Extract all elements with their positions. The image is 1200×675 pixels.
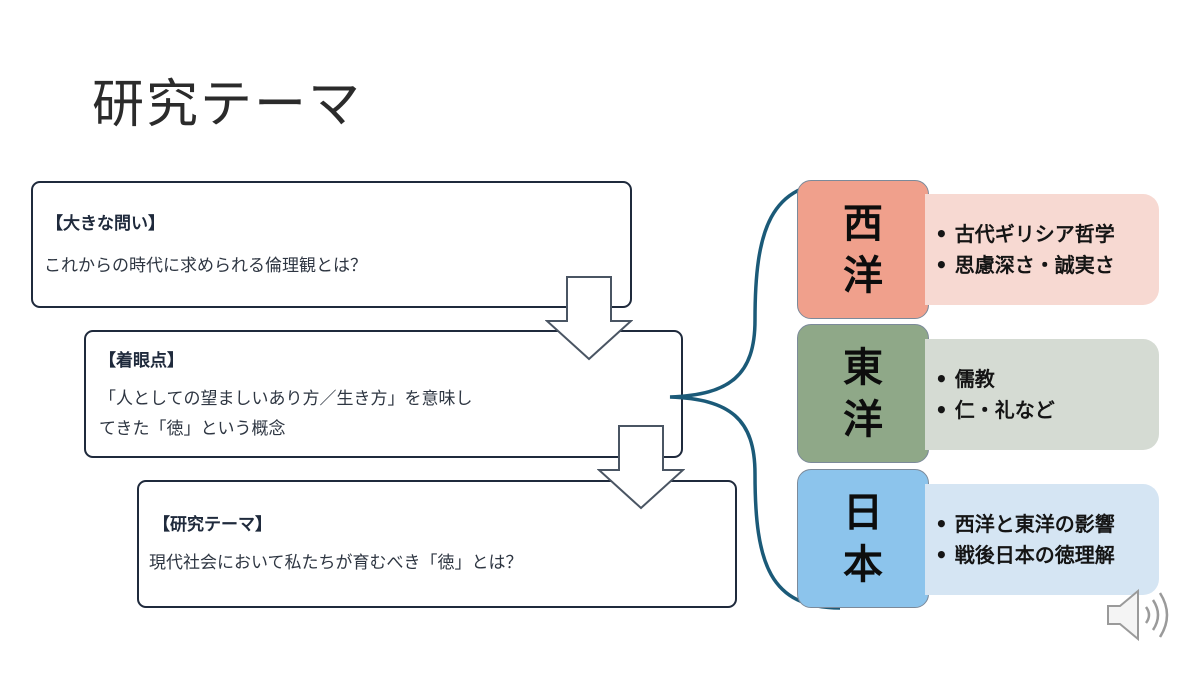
speaker-icon[interactable]: [1104, 586, 1174, 644]
list-item: 戦後日本の徳理解: [935, 540, 1151, 571]
focus-point-text-line1: 「人としての望ましいあり方／生き方」を意味し: [99, 389, 473, 409]
region-panel-japan: 西洋と東洋の影響 戦後日本の徳理解: [925, 484, 1159, 595]
region-tile-east: 東 洋: [797, 324, 929, 463]
brace-connector: [669, 180, 841, 610]
region-panel-west: 古代ギリシア哲学 思慮深さ・誠実さ: [925, 194, 1159, 305]
region-tile-char: 洋: [843, 252, 883, 299]
region-tile-char: 日: [843, 489, 883, 536]
focus-point-text-line2: てきた「徳」という概念: [99, 419, 286, 439]
big-question-box: 【大きな問い】 これからの時代に求められる倫理観とは？: [31, 181, 632, 308]
big-question-text: これからの時代に求められる倫理観とは？: [44, 256, 367, 276]
focus-point-text: 「人としての望ましいあり方／生き方」を意味し てきた「徳」という概念: [99, 384, 569, 444]
list-item: 儒教: [935, 364, 1151, 395]
down-arrow-icon: [545, 276, 633, 361]
region-tile-west: 西 洋: [797, 180, 929, 319]
list-item: 思慮深さ・誠実さ: [935, 250, 1151, 281]
region-tile-japan: 日 本: [797, 469, 929, 608]
list-item: 西洋と東洋の影響: [935, 509, 1151, 540]
list-item: 古代ギリシア哲学: [935, 219, 1151, 250]
research-theme-text: 現代社会において私たちが育むべき「徳」とは？: [149, 553, 523, 573]
focus-point-heading: 【着眼点】: [99, 351, 184, 371]
research-theme-heading: 【研究テーマ】: [153, 515, 272, 535]
big-question-heading: 【大きな問い】: [46, 214, 165, 234]
list-item: 仁・礼など: [935, 395, 1151, 426]
slide-title: 研究テーマ: [92, 75, 363, 135]
region-tile-char: 洋: [843, 396, 883, 443]
region-tile-char: 東: [843, 344, 883, 391]
region-tile-char: 西: [843, 200, 883, 247]
down-arrow-icon: [597, 425, 685, 510]
region-tile-char: 本: [843, 541, 883, 588]
region-panel-east: 儒教 仁・礼など: [925, 339, 1159, 450]
